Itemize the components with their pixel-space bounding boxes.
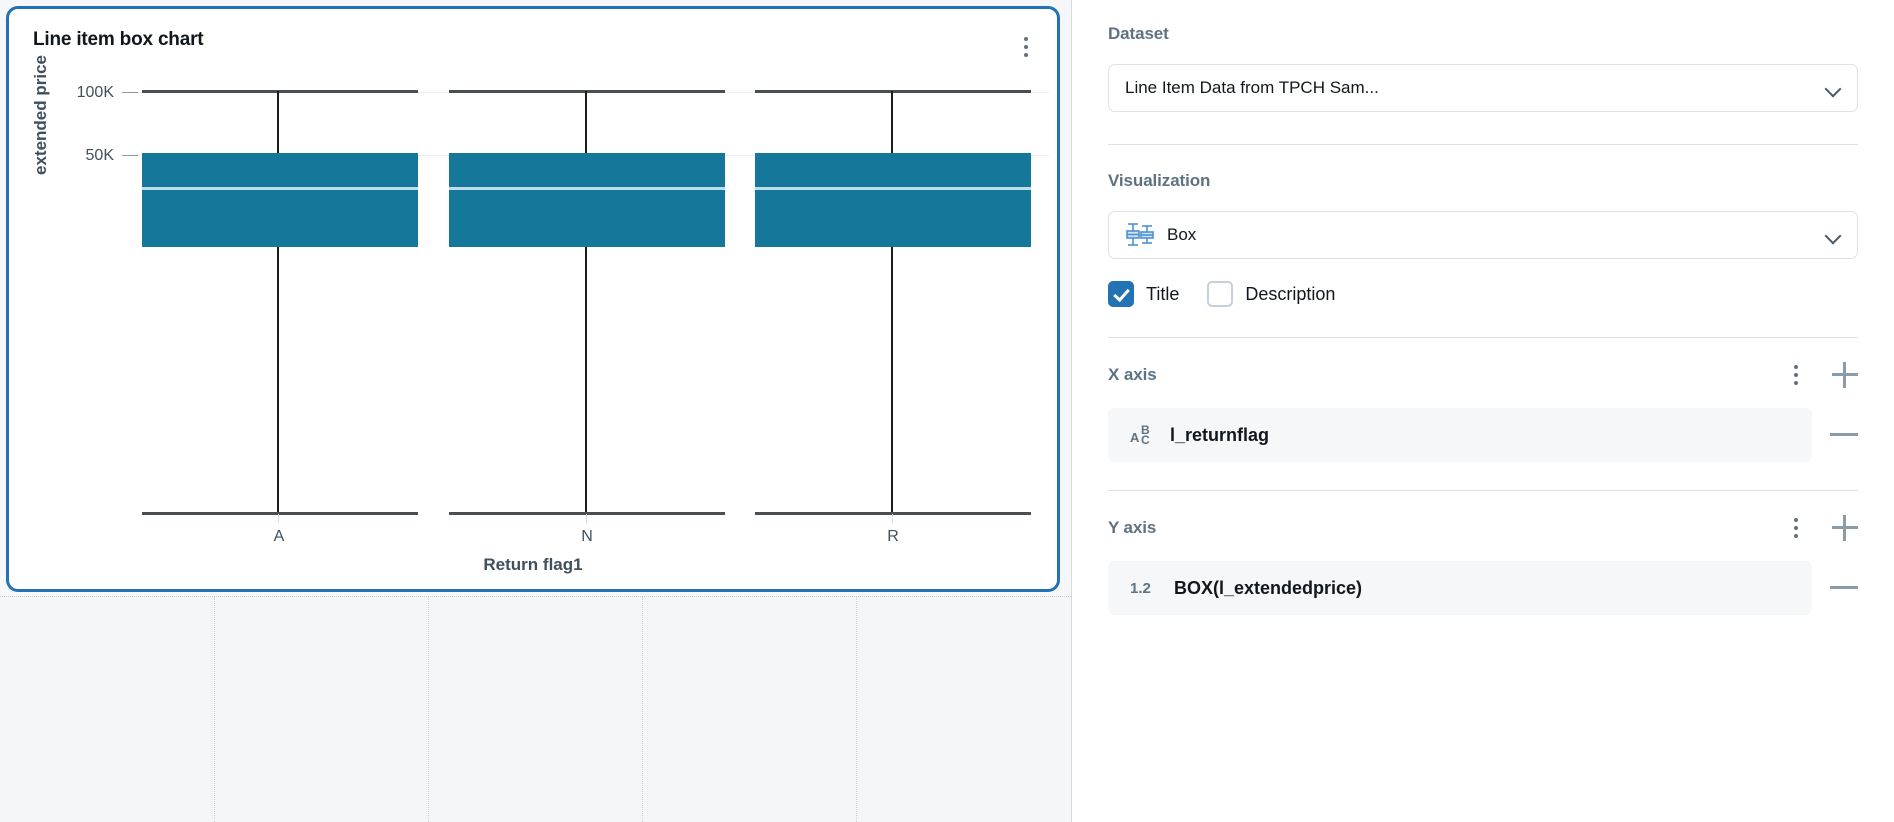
display-toggles: Title Description bbox=[1108, 281, 1858, 307]
dataset-select-value: Line Item Data from TPCH Sam... bbox=[1125, 78, 1379, 97]
box-body bbox=[449, 153, 725, 247]
grid-hline bbox=[0, 596, 1071, 597]
y-axis-header: Y axis bbox=[1108, 515, 1858, 541]
x-axis-title: Return flag1 bbox=[483, 555, 583, 574]
x-tick-label: R bbox=[887, 528, 899, 545]
kebab-menu-icon[interactable] bbox=[1015, 33, 1037, 61]
whisker-lower bbox=[585, 247, 587, 513]
box-body bbox=[755, 153, 1031, 247]
y-tick-mark bbox=[122, 92, 138, 93]
whisker-cap-upper bbox=[755, 90, 1031, 93]
whisker-upper bbox=[277, 91, 279, 155]
whisker-lower bbox=[891, 247, 893, 513]
whisker-upper bbox=[585, 91, 587, 155]
number-type-icon: 1.2 bbox=[1130, 579, 1151, 597]
y-axis-kebab-menu-icon[interactable] bbox=[1786, 516, 1806, 540]
visualization-section: Visualization bbox=[1108, 145, 1858, 307]
y-axis-field-pill[interactable]: 1.2 BOX(l_extendedprice) bbox=[1108, 561, 1812, 615]
whisker-upper bbox=[891, 91, 893, 155]
x-axis-add-plus-icon[interactable] bbox=[1832, 362, 1858, 388]
box-plot-icon bbox=[1125, 222, 1157, 248]
chevron-down-icon bbox=[1825, 80, 1841, 96]
y-axis-add-plus-icon[interactable] bbox=[1832, 515, 1858, 541]
y-tick-label: 100K bbox=[76, 84, 114, 101]
x-axis-field-name: l_returnflag bbox=[1170, 424, 1270, 445]
x-tick-mark bbox=[892, 514, 893, 523]
whisker-cap-lower bbox=[449, 512, 725, 515]
x-tick-mark bbox=[586, 514, 587, 523]
dataset-section: Dataset Line Item Data from TPCH Sam... bbox=[1108, 0, 1858, 112]
y-axis-section: Y axis 1.2 BOX(l_extendedprice) bbox=[1108, 491, 1858, 615]
grid-vline bbox=[428, 596, 429, 822]
x-tick-label: A bbox=[273, 528, 285, 545]
whisker-lower bbox=[277, 247, 279, 513]
x-axis-header-icons bbox=[1786, 362, 1858, 388]
box-plot: extended price 100K 50K A bbox=[9, 9, 1057, 589]
x-axis-kebab-menu-icon[interactable] bbox=[1786, 363, 1806, 387]
median-line bbox=[449, 187, 725, 190]
config-sidebar: Dataset Line Item Data from TPCH Sam... … bbox=[1071, 0, 1894, 822]
y-tick-mark bbox=[122, 155, 138, 156]
chart-title: Line item box chart bbox=[33, 29, 204, 50]
whisker-cap-upper bbox=[449, 90, 725, 93]
x-tick-label: N bbox=[581, 528, 593, 545]
canvas-area: Line item box chart extended price 100K … bbox=[0, 6, 1071, 822]
visualization-select[interactable]: Box bbox=[1108, 211, 1858, 259]
visualization-select-value: Box bbox=[1167, 225, 1197, 244]
section-divider bbox=[1108, 144, 1858, 145]
dataset-label: Dataset bbox=[1108, 24, 1169, 43]
y-axis-header-icons bbox=[1786, 515, 1858, 541]
title-checkbox-label: Title bbox=[1146, 283, 1180, 304]
median-line bbox=[142, 187, 418, 190]
dataset-select[interactable]: Line Item Data from TPCH Sam... bbox=[1108, 64, 1858, 112]
median-line bbox=[755, 187, 1031, 190]
dashboard-grid-background bbox=[0, 596, 1071, 822]
y-axis-field-row: 1.2 BOX(l_extendedprice) bbox=[1108, 561, 1858, 615]
visualization-label: Visualization bbox=[1108, 171, 1211, 190]
whisker-cap-upper bbox=[142, 90, 418, 93]
section-divider bbox=[1108, 490, 1858, 491]
x-axis-label: X axis bbox=[1108, 365, 1157, 384]
grid-vline bbox=[642, 596, 643, 822]
grid-vline bbox=[214, 596, 215, 822]
whisker-cap-lower bbox=[142, 512, 418, 515]
section-divider bbox=[1108, 337, 1858, 338]
chart-card[interactable]: Line item box chart extended price 100K … bbox=[6, 6, 1060, 592]
whisker-cap-lower bbox=[755, 512, 1031, 515]
title-checkbox[interactable] bbox=[1108, 281, 1134, 307]
grid-vline bbox=[856, 596, 857, 822]
x-tick-mark bbox=[278, 514, 279, 523]
y-axis-field-name: BOX(l_extendedprice) bbox=[1174, 577, 1363, 598]
box-body bbox=[142, 153, 418, 247]
y-axis-title: extended price bbox=[31, 55, 50, 175]
y-axis-label: Y axis bbox=[1108, 518, 1157, 537]
chevron-down-icon bbox=[1825, 227, 1841, 243]
description-checkbox-label: Description bbox=[1245, 283, 1336, 304]
x-axis-header: X axis bbox=[1108, 362, 1858, 388]
description-checkbox[interactable] bbox=[1207, 281, 1234, 307]
y-tick-label: 50K bbox=[85, 147, 114, 164]
x-axis-remove-minus-icon[interactable] bbox=[1830, 421, 1858, 449]
y-axis-remove-minus-icon[interactable] bbox=[1830, 574, 1858, 602]
